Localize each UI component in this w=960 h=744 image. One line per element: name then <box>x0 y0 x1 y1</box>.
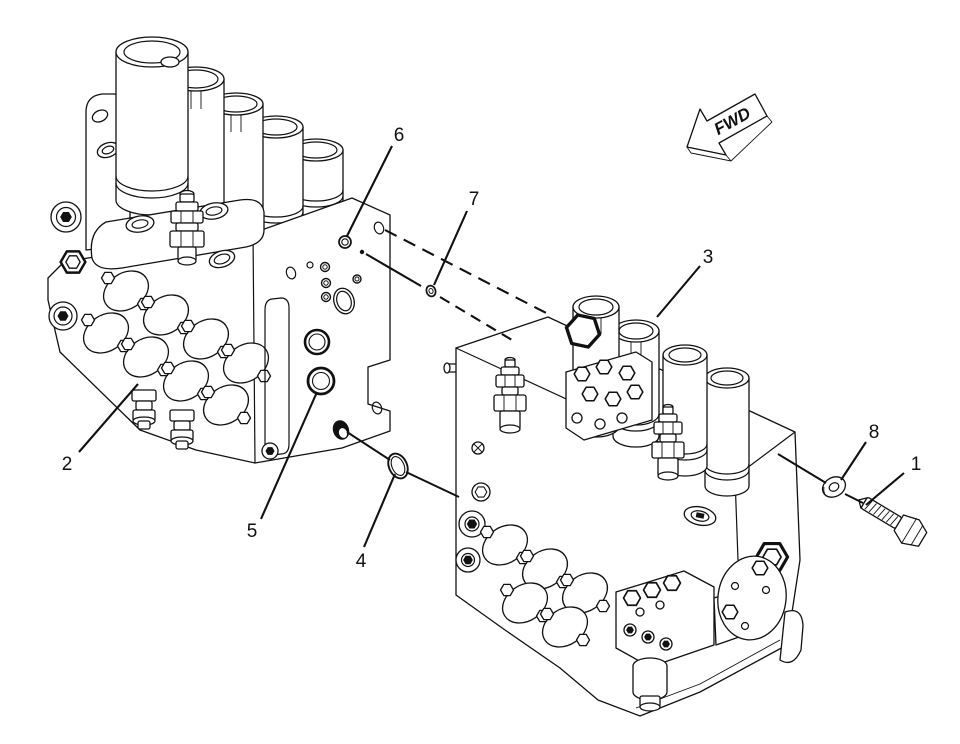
side-stub <box>443 362 451 374</box>
callout-leader-7 <box>433 210 468 286</box>
washer-8 <box>821 476 847 498</box>
callout-label-3-right-valve-group: 3 <box>703 247 714 268</box>
end-plate <box>261 221 385 460</box>
callout-leader-3 <box>656 265 701 318</box>
o-ring-7 <box>425 284 437 298</box>
right-valve-assembly <box>443 295 804 717</box>
plate-to-body-upper-axis <box>384 229 553 317</box>
callout-label-2-left-valve-group: 2 <box>62 454 73 475</box>
callout-label-8-washer: 8 <box>869 422 880 443</box>
callout-leaders-layer <box>78 145 905 548</box>
callout-label-4-o-ring-large: 4 <box>356 551 367 572</box>
bottom-fittings <box>131 389 195 450</box>
side-bosses <box>48 201 87 331</box>
o-ring4-axis-left <box>346 431 391 461</box>
callout-labels-layer: 1 2 3 4 5 6 7 8 <box>62 125 922 572</box>
callout-leader-2 <box>78 383 139 453</box>
fwd-direction-arrow: FWD <box>686 93 773 162</box>
o-ring7-axis-dashed <box>439 296 513 341</box>
callout-label-7-o-ring-small-middle: 7 <box>469 189 480 210</box>
bolt-axis-right <box>844 493 864 504</box>
o-ring7-axis-solid <box>365 253 422 287</box>
callout-label-5-port-seal-ring: 5 <box>247 521 258 542</box>
o-ring-4 <box>387 452 409 480</box>
callout-leader-8 <box>840 441 867 481</box>
port-seal-ring-target <box>306 366 336 396</box>
o-ring4-axis-right <box>405 471 460 498</box>
callout-leader-5 <box>260 391 318 520</box>
callout-leader-4 <box>363 473 396 548</box>
hex-bolt-1 <box>858 497 928 547</box>
port-covers <box>479 524 611 648</box>
right-face-covers <box>683 505 804 664</box>
relief-valve-fitting <box>169 189 205 266</box>
left-valve-assembly <box>47 36 391 464</box>
callout-label-6-o-ring-small-upper: 6 <box>394 125 405 146</box>
callout-leader-1 <box>865 472 905 506</box>
port-covers <box>80 270 272 426</box>
o-ring-6 <box>338 235 352 249</box>
relief-valve-fitting <box>493 356 527 434</box>
callout-leader-6 <box>346 145 393 237</box>
pilot-valve-block <box>565 351 653 441</box>
left-face-ports <box>455 441 491 573</box>
alignment-lines-layer <box>346 229 864 504</box>
relief-valve-fitting <box>651 403 685 481</box>
callout-label-1-hex-bolt: 1 <box>911 454 922 475</box>
bolt-axis-left <box>777 453 827 484</box>
